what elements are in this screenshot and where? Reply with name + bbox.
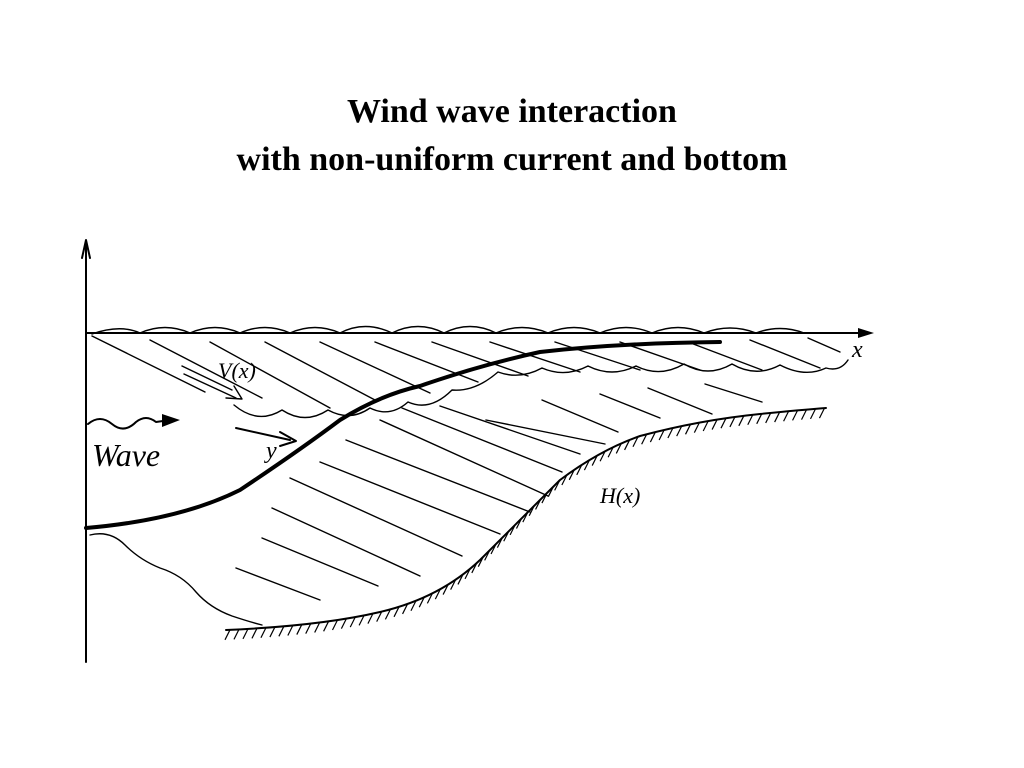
title-line-1: Wind wave interaction <box>347 93 677 130</box>
bottom-hatch-tick <box>410 600 417 612</box>
bottom-hatch-tick <box>693 422 700 433</box>
y-axis-arrow <box>235 427 297 447</box>
bottom-hatch-tick <box>464 568 471 580</box>
bottom-hatch-tick <box>800 409 808 420</box>
bottom-hatch-tick <box>457 574 464 585</box>
wave-label: Wave <box>92 437 160 473</box>
bottom-hatch-tick <box>522 511 529 523</box>
bottom-hatch-tick <box>251 628 258 639</box>
surface-wave-crests <box>91 325 805 335</box>
bottom-hatch-tick <box>367 613 374 624</box>
bottom-hatch-tick <box>278 626 285 637</box>
bottom-hatch-tick <box>554 480 561 491</box>
current-layer-boundary <box>84 340 722 530</box>
bottom-hatch-tick <box>818 407 825 419</box>
bottom-hatch-tick <box>323 621 330 632</box>
bottom-hatch-tick <box>615 443 622 454</box>
depth-label: H(x) <box>599 483 640 508</box>
bottom-hatch-tick <box>583 459 590 471</box>
vertical-axis <box>81 239 91 663</box>
bottom-hatch-tick <box>287 625 294 636</box>
bottom-hatch-tick <box>224 629 231 641</box>
bottom-hatch-tick <box>471 562 478 574</box>
bottom-hatch-tick <box>305 623 312 634</box>
bottom-hatch-tick <box>641 433 648 445</box>
x-axis <box>85 328 874 338</box>
bottom-hatch-tick <box>547 486 554 497</box>
bottom-hatch-tick <box>384 609 391 620</box>
bottom-hatch-tick <box>632 436 639 447</box>
bottom-hatch-tick <box>358 615 365 626</box>
bottom-hatch-tick <box>484 550 491 561</box>
title-line-2: with non-uniform current and bottom <box>236 141 788 178</box>
bottom-hatching <box>224 407 825 641</box>
bottom-hatch-tick <box>442 584 449 595</box>
left-wavy-boundary <box>89 533 263 626</box>
bottom-hatch-tick <box>541 492 548 504</box>
bottom-hatch-tick <box>331 619 339 631</box>
bottom-hatch-tick <box>426 593 433 604</box>
bottom-hatch-tick <box>393 606 400 618</box>
bottom-hatch-tick <box>314 622 321 633</box>
bottom-hatch-tick <box>792 410 799 421</box>
bottom-hatch-tick <box>340 618 347 629</box>
bottom-hatch-tick <box>711 419 718 430</box>
bottom-hatch-tick <box>376 611 383 622</box>
y-axis-label: y <box>264 438 277 464</box>
bottom-hatch-tick <box>434 588 441 600</box>
bottom-hatch-tick <box>624 439 631 451</box>
bottom-hatch-tick <box>535 499 542 510</box>
refracted-wave-train <box>233 359 849 419</box>
x-axis-label: x <box>851 337 863 363</box>
bottom-hatch-tick <box>296 624 303 635</box>
bottom-hatch-tick <box>561 474 568 486</box>
bottom-hatch-tick <box>747 414 754 426</box>
bottom-hatch-tick <box>515 518 523 529</box>
bottom-hatch-tick <box>568 469 575 481</box>
bottom-hatch-tick <box>783 410 790 422</box>
bottom-hatch-tick <box>450 579 457 590</box>
bottom-hatch-tick <box>765 412 772 424</box>
bottom-hatch-tick <box>649 431 656 443</box>
bottom-hatch-tick <box>684 424 692 435</box>
bottom-hatch-tick <box>607 446 614 458</box>
bottom-hatch-tick <box>242 628 249 640</box>
bottom-hatch-tick <box>509 524 516 536</box>
bottom-hatch-tick <box>490 543 497 555</box>
bottom-hatch-tick <box>477 556 484 567</box>
bottom-hatch-tick <box>496 537 503 548</box>
bottom-hatch-tick <box>233 629 240 640</box>
bottom-hatch-tick <box>503 530 510 542</box>
bottom-hatch-tick <box>738 415 745 427</box>
bottom-hatch-tick <box>402 603 409 615</box>
bottom-hatch-tick <box>260 627 267 639</box>
bottom-hatch-tick <box>349 616 356 628</box>
bottom-profile <box>225 407 827 631</box>
current-arrow <box>181 365 243 400</box>
water-column-hatching <box>235 383 763 601</box>
bottom-hatch-tick <box>809 408 817 420</box>
bottom-hatch-tick <box>756 413 763 425</box>
bottom-hatch-tick <box>591 455 598 466</box>
bottom-hatch-tick <box>676 425 683 437</box>
bottom-hatch-tick <box>658 429 665 441</box>
bottom-hatch-tick <box>269 626 276 638</box>
bottom-hatch-tick <box>528 505 535 517</box>
bottom-hatch-tick <box>702 420 709 432</box>
bottom-hatch-tick <box>576 464 583 476</box>
slide-title: Wind wave interaction with non-uniform c… <box>0 88 1024 184</box>
bottom-hatch-tick <box>667 427 674 439</box>
incoming-wave-arrow <box>87 414 180 430</box>
bottom-hatch-tick <box>774 411 781 423</box>
current-streamlines <box>91 335 841 409</box>
bottom-hatch-tick <box>720 417 727 429</box>
current-label: V(x) <box>218 358 256 383</box>
bottom-hatch-tick <box>729 416 736 428</box>
bottom-hatch-tick <box>599 450 606 462</box>
bottom-hatch-tick <box>418 596 425 608</box>
